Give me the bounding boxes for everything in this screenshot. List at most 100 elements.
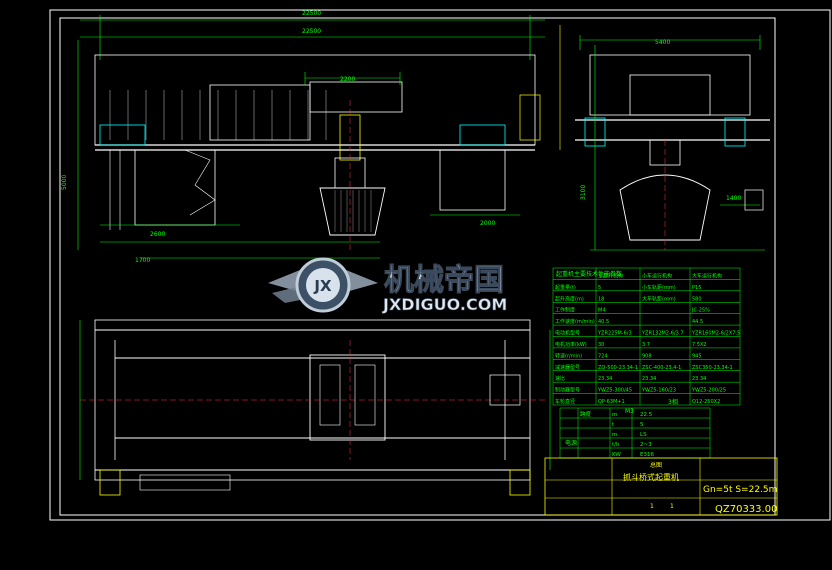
title-block-sheet: 1 [650,503,654,510]
spec-table-cell: 5 [598,285,601,291]
spec-table-cell: Q12-250X2 [692,399,720,405]
spec-table-cell: 转速(r/min) [555,352,582,359]
spec-table-cell: ZSC350-23.34-1 [692,365,733,371]
dim-top-span: 22500 [302,28,321,35]
spec-table-cell: 起重量(t) [555,284,576,291]
cad-rect [519,94,541,141]
title-block-drawing-no: QZ70333.00 [715,504,777,515]
misc-table-cell: m [612,432,617,438]
spec-table-cell: 主起升机构 [598,272,623,279]
spec-table-cell: YZR132M2-6/3.7 [641,331,684,337]
watermark-brand-en: JXDIGUO.COM [382,295,507,314]
cad-rect [459,124,506,146]
cad-path [184,149,216,216]
spec-table-cell: 工作制度 [555,307,575,314]
cad-rect [354,364,376,426]
spec-table-cell: YZR225M-6/3 [597,331,632,337]
spec-table-cell: 3.7 [642,342,650,348]
dim-left-height: 5000 [61,175,68,190]
gear-inner [306,268,340,302]
spec-table-cell: JC-25% [691,308,710,314]
misc-table-cell: LS [640,432,647,438]
cad-rect [629,74,711,116]
title-block-sheets: 1 [670,503,674,510]
dim-bottom-c: 2000 [480,220,495,227]
spec-table-cell: ZQ-500-23.34-1 [598,365,638,371]
spec-table-cell: 起升高度(m) [555,295,584,302]
watermark-logo: JX 机械帝国 JXDIGUO.COM [268,257,508,314]
spec-table-cell: 电动机型号 [555,330,580,337]
spec-table-cell: 44.5 [692,319,703,325]
spec-table-cell: 制动器型号 [555,387,580,394]
spec-table-cell: 电机功率(kW) [555,341,587,348]
plan-view [79,319,551,496]
spec-table-cell: 580 [692,296,702,302]
spec-table-cell: 945 [692,353,702,359]
cad-rect [744,189,764,211]
sheet-outer-border [49,9,831,521]
dim-top-overall: 22500 [302,10,321,17]
spec-table-cell: 速比 [555,375,565,382]
spec-table-cell: 大车轨距(mm) [642,295,676,302]
watermark-brand-cn: 机械帝国 [384,263,504,298]
cad-rect [724,117,746,147]
dim-side-small: 1400 [726,195,741,202]
misc-table-cell: 跨度 [580,410,592,418]
spec-table-cell: 30 [598,342,604,348]
misc-table-top-value: M3 [625,408,634,415]
cad-rect [309,354,386,441]
misc-table-cell: 5 [640,422,644,428]
dim-side-width: 5400 [655,39,670,46]
spec-table-cell: YZR160M2-6/2X7.5 [691,331,740,337]
spec-table-cell: 车轮直径 [555,398,575,405]
cad-path [319,187,386,236]
title-block-name: 抓斗桥式起重机 [623,472,679,482]
spec-table-cell: M4 [598,308,606,314]
dim-bottom-b: 1700 [135,257,150,264]
spec-table-cell: 小车轨距(mm) [642,284,676,291]
misc-table-cell: m [612,412,617,418]
cad-rect [309,81,403,113]
sheet-inner-border [59,17,776,516]
spec-table-cell: 908 [642,353,652,359]
title-block-frame [544,457,778,516]
spec-table-cell: 减速器型号 [555,364,580,371]
spec-table-title: 起重机主要技术性能参数 [556,270,622,278]
spec-table-cell: YWZ5-200/25 [691,388,726,394]
cad-rect [489,374,521,406]
cad-rect [99,469,121,496]
spec-table-cell: 18 [598,296,604,302]
cad-path [619,174,711,241]
winged-gear-logo-icon: JX [268,257,378,313]
cad-rect [139,474,231,491]
spec-table-cell: YWZ5-160/23 [641,388,676,394]
cad-rect [319,364,341,426]
cad-rect [99,124,146,146]
misc-table-cell: t [612,422,615,428]
side-elevation-view [575,35,770,251]
title-block-label: 总图 [650,461,662,469]
dim-bottom-a: 2600 [150,231,165,238]
misc-table-cell: 2~3 [640,442,652,448]
spec-table-cell: 23.34 [642,376,656,382]
spec-table-cell: YWZ5-300/45 [597,388,632,394]
misc-table-cell: t/h [612,442,620,448]
misc-table-label-left: 电源 [565,439,577,447]
front-elevation-view [77,15,561,259]
spec-table-cell: 工作速度(m/min) [555,318,595,325]
spec-table-cell: QP-63M+1 [598,399,625,405]
misc-table-power: 3相 [668,398,678,406]
cad-rect [509,469,531,496]
dim-trolley-gauge: 2200 [340,76,355,83]
misc-table-cell: E316 [640,452,654,458]
spec-table-cell: 23.34 [598,376,612,382]
spec-table-cell: 23.34 [692,376,706,382]
misc-table-cell: KW [612,452,621,458]
spec-table-cell: 小车运行机构 [642,272,672,279]
title-block-spec: Gn=5t S=22.5m [703,485,777,495]
logo-badge-letters: JX [313,277,332,295]
